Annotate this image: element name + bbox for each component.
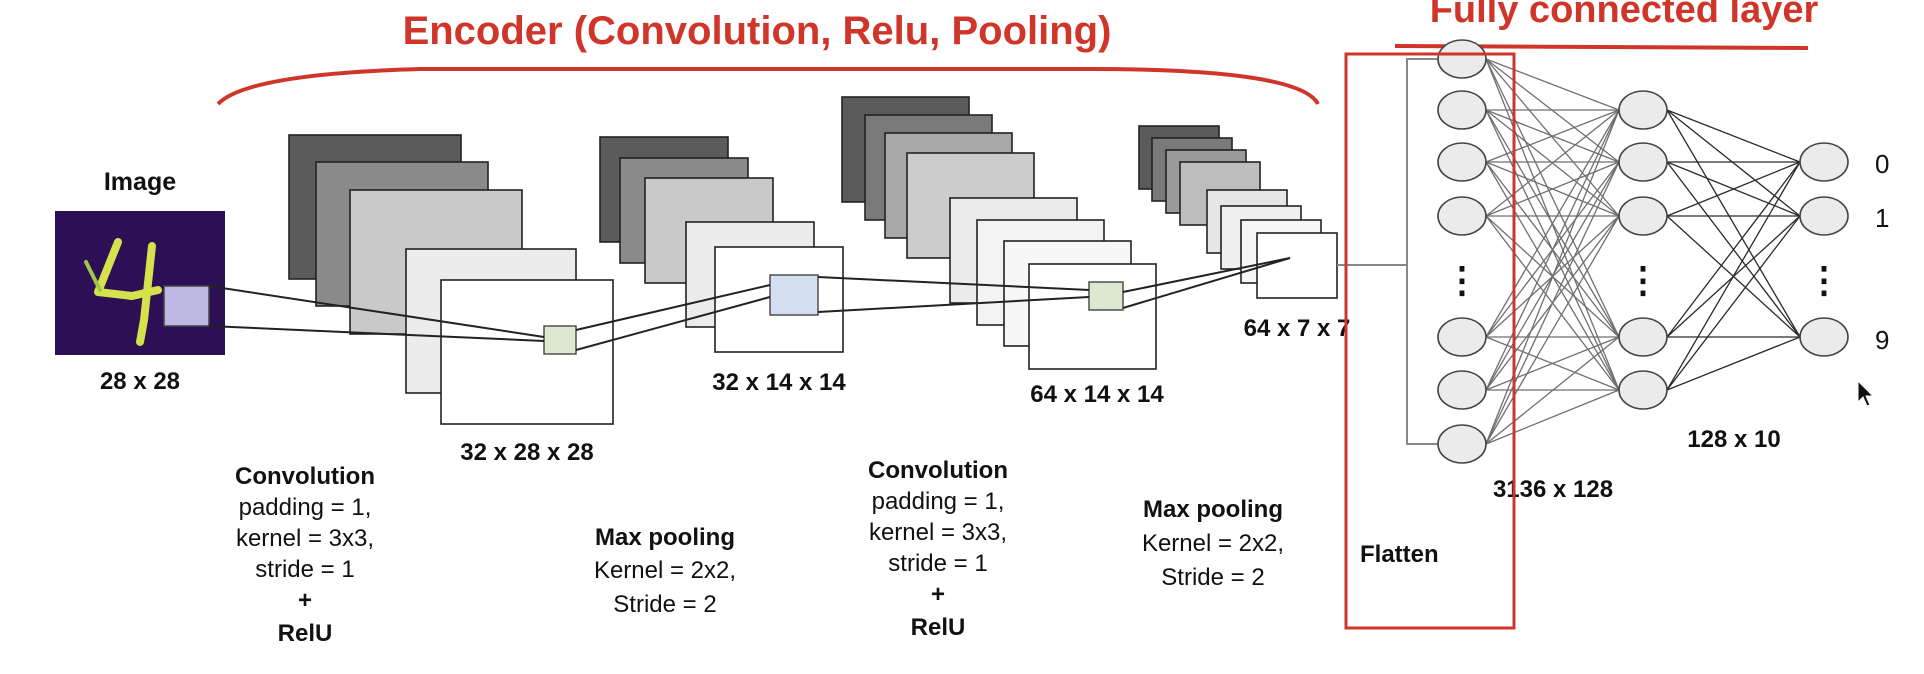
feature-map-stack-2 <box>599 136 844 353</box>
op-conv-1-line-1: padding = 1, <box>239 494 372 521</box>
dense-edge <box>1666 161 1801 391</box>
dense-edge <box>1485 161 1620 217</box>
dense-edge <box>1485 109 1620 217</box>
dense-edge <box>1485 215 1620 445</box>
op-conv-2-plus: + <box>931 581 945 608</box>
output-neuron <box>1799 142 1849 182</box>
output-ellipsis: ⋮ <box>1806 259 1842 300</box>
op-conv-2: Convolution padding = 1, kernel = 3x3, s… <box>868 457 1008 641</box>
flatten-highlight-box <box>1344 52 1516 630</box>
output-label-1: 1 <box>1875 203 1889 233</box>
flatten-neuron <box>1437 39 1487 79</box>
op-conv-1-line-2: kernel = 3x3, <box>236 525 374 552</box>
kernel-output-cell-2 <box>1088 281 1124 311</box>
op-pool-1-line-1: Kernel = 2x2, <box>594 557 736 584</box>
dense-edge <box>1485 109 1620 163</box>
flatten-neurons <box>1437 39 1487 464</box>
output-layer-size: 128 x 10 <box>1687 426 1780 453</box>
dense-edge <box>1666 109 1801 163</box>
output-neuron <box>1799 196 1849 236</box>
op-pool-2-title: Max pooling <box>1143 496 1283 523</box>
hidden-neuron <box>1618 142 1668 182</box>
dense-edge <box>1485 109 1620 391</box>
flatten-ellipsis: ⋮ <box>1444 259 1480 300</box>
op-conv-2-title: Convolution <box>868 457 1008 484</box>
image-size-label: 28 x 28 <box>100 368 180 395</box>
op-conv-2-relu: RelU <box>911 614 966 641</box>
fc-title: Fully connected layer <box>1430 0 1819 31</box>
pooling-window-1 <box>769 274 819 316</box>
op-pool-1: Max pooling Kernel = 2x2, Stride = 2 <box>594 524 736 618</box>
receptive-field-connectors <box>208 257 1291 351</box>
feature-map-stack-4 <box>1138 125 1338 299</box>
op-pool-1-title: Max pooling <box>595 524 735 551</box>
dense-edge <box>1666 109 1801 338</box>
flatten-neuron <box>1437 90 1487 130</box>
input-digit-image <box>55 211 225 355</box>
encoder-brace <box>216 67 1320 106</box>
mouse-cursor-icon <box>1857 379 1875 407</box>
dense-edge <box>1666 161 1801 217</box>
dense-edge <box>1485 109 1620 338</box>
flatten-neuron <box>1437 142 1487 182</box>
dense-edge <box>1485 58 1620 111</box>
op-conv-1-plus: + <box>298 587 312 614</box>
output-neurons <box>1799 142 1849 357</box>
hidden-layer-size: 3136 x 128 <box>1493 476 1613 503</box>
op-pool-2: Max pooling Kernel = 2x2, Stride = 2 <box>1142 496 1284 591</box>
flatten-neuron <box>1437 424 1487 464</box>
op-conv-2-line-1: padding = 1, <box>872 488 1005 515</box>
hidden-neuron <box>1618 370 1668 410</box>
output-neuron <box>1799 317 1849 357</box>
dense-edge <box>1666 161 1801 338</box>
image-caption: Image <box>104 168 176 196</box>
hidden-neuron <box>1618 90 1668 130</box>
flatten-neuron <box>1437 196 1487 236</box>
dense-edge <box>1485 161 1620 445</box>
op-conv-2-line-3: stride = 1 <box>888 550 987 577</box>
dense-edge <box>1666 109 1801 217</box>
flatten-bracket <box>1406 58 1440 445</box>
encoder-title: Encoder (Convolution, Relu, Pooling) <box>403 9 1112 53</box>
feature-map-2-size: 32 x 14 x 14 <box>712 369 846 396</box>
dense-edge <box>1485 109 1620 445</box>
op-pool-2-line-2: Stride = 2 <box>1161 564 1264 591</box>
feature-map-stack-1 <box>288 134 614 425</box>
flatten-neuron <box>1437 370 1487 410</box>
op-conv-1: Convolution padding = 1, kernel = 3x3, s… <box>235 463 375 647</box>
op-conv-2-line-2: kernel = 3x3, <box>869 519 1007 546</box>
op-pool-2-line-1: Kernel = 2x2, <box>1142 530 1284 557</box>
output-label-0: 0 <box>1875 149 1889 179</box>
output-label-9: 9 <box>1875 325 1889 355</box>
op-pool-1-line-2: Stride = 2 <box>613 591 716 618</box>
dense-edge <box>1485 336 1620 445</box>
dense-edge <box>1666 336 1801 391</box>
input-kernel-window <box>163 285 210 327</box>
hidden-neurons <box>1618 90 1668 410</box>
hidden-neuron <box>1618 317 1668 357</box>
dense-connections <box>1485 58 1801 445</box>
op-conv-1-title: Convolution <box>235 463 375 490</box>
feature-map-3-size: 64 x 14 x 14 <box>1030 381 1164 408</box>
dense-edge <box>1485 58 1620 217</box>
feature-map-1-size: 32 x 28 x 28 <box>460 439 593 466</box>
op-conv-1-line-3: stride = 1 <box>255 556 354 583</box>
flatten-neuron <box>1437 317 1487 357</box>
feature-map-4-size: 64 x 7 x 7 <box>1244 315 1351 342</box>
dense-edge <box>1485 389 1620 445</box>
hidden-ellipsis: ⋮ <box>1625 259 1661 300</box>
op-conv-1-relu: RelU <box>278 620 333 647</box>
flatten-label: Flatten <box>1360 541 1439 568</box>
hidden-neuron <box>1618 196 1668 236</box>
kernel-output-cell-1 <box>543 325 577 355</box>
dense-edge <box>1666 215 1801 391</box>
feature-map-stack-3 <box>841 96 1157 370</box>
dense-edge <box>1485 336 1620 391</box>
dense-edge <box>1485 58 1620 338</box>
